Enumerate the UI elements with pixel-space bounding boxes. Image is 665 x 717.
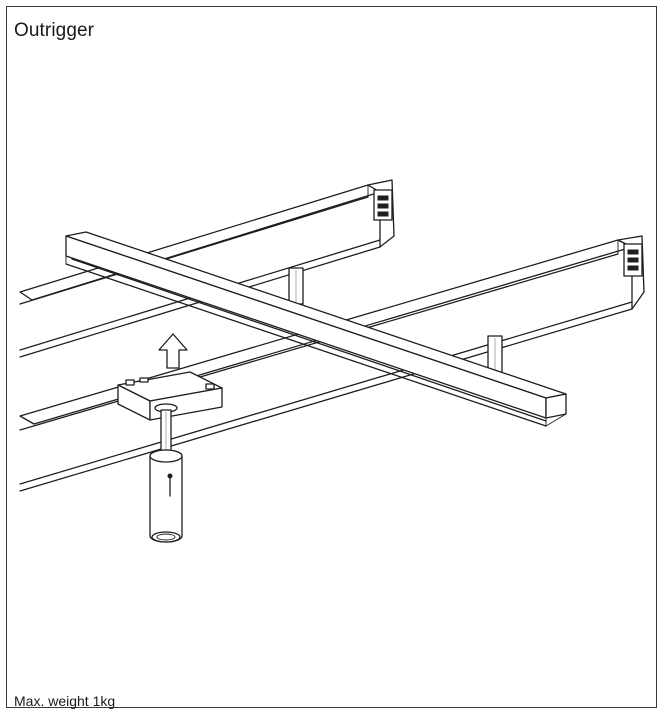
front-track-end-connector [623, 243, 643, 277]
suspension-post-right [487, 335, 503, 373]
suspension-post-left [288, 267, 304, 305]
spotlight-body [149, 449, 183, 543]
up-arrow-icon [158, 333, 188, 369]
diagram-panel [6, 6, 657, 708]
outrigger-bar [65, 231, 567, 427]
spotlight-stem [160, 409, 172, 457]
max-weight-note: Max. weight 1kg [14, 693, 116, 709]
back-track-end-connector [373, 189, 393, 221]
panel-title: Outrigger [14, 20, 95, 41]
